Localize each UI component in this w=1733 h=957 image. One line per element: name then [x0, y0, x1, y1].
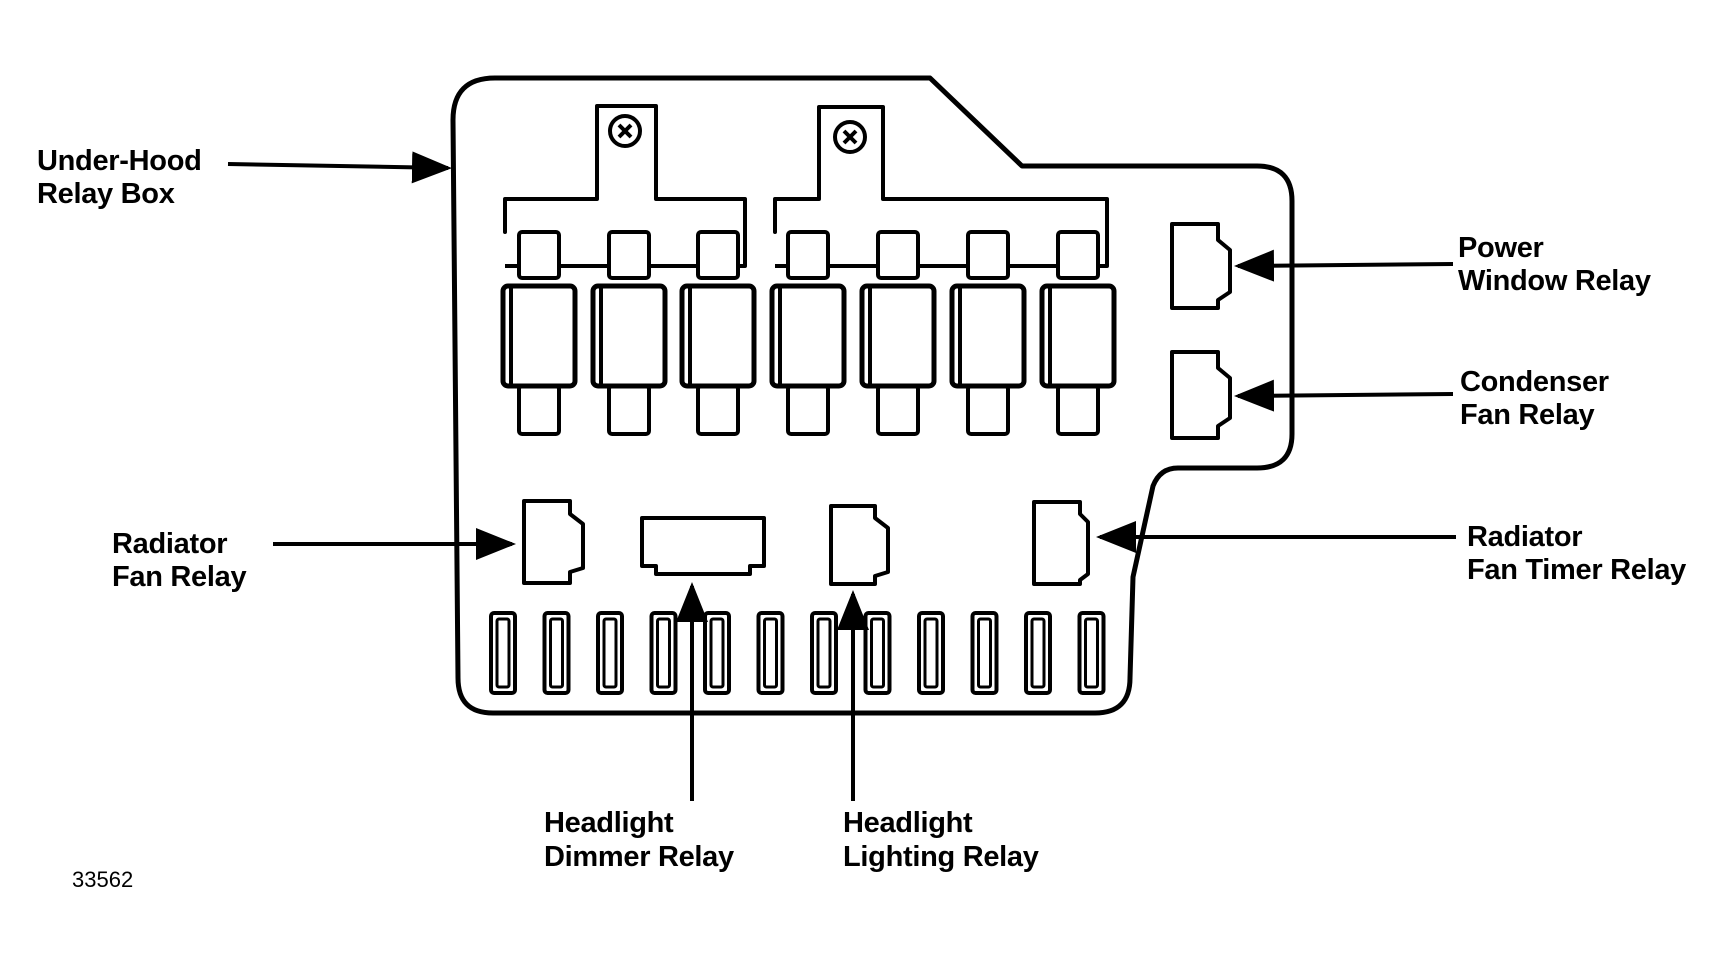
label-line: Headlight — [544, 807, 674, 839]
headlight-lighting-relay-shape — [829, 504, 890, 586]
leader-power-window-relay — [1234, 249, 1454, 282]
radiator-fan-relay-shape — [522, 499, 585, 585]
label-line: Fan Relay — [1460, 399, 1594, 431]
label-headlight-dimmer-relay: Headlight Dimmer Relay — [544, 807, 734, 873]
screw-icon — [833, 120, 867, 154]
power-window-relay-shape — [1170, 222, 1232, 310]
label-under-hood-relay-box: Under-Hood Relay Box — [37, 145, 209, 210]
label-radiator-fan-relay: Radiator Fan Relay — [112, 528, 246, 593]
terminal-slot — [917, 611, 945, 695]
label-line: Window Relay — [1458, 265, 1651, 297]
leader-condenser-fan-relay — [1234, 379, 1454, 412]
label-line: Radiator — [112, 528, 227, 560]
label-condenser-fan-relay: Condenser Fan Relay — [1460, 366, 1617, 431]
label-power-window-relay: Power Window Relay — [1458, 232, 1651, 297]
label-line: Lighting Relay — [843, 841, 1039, 873]
leader-under-hood-relay-box — [227, 151, 452, 184]
fuse-bracket-right — [773, 105, 1109, 268]
figure-number: 33562 — [72, 867, 133, 892]
label-line: Dimmer Relay — [544, 841, 734, 873]
fuse — [679, 230, 757, 436]
label-radiator-fan-timer-relay: Radiator Fan Timer Relay — [1467, 521, 1686, 586]
fuse — [769, 230, 847, 436]
terminal-slot — [596, 611, 624, 695]
terminal-slot — [970, 611, 999, 695]
headlight-dimmer-relay-shape — [640, 516, 766, 576]
fuse-row — [500, 230, 1117, 436]
label-line: Radiator — [1467, 521, 1582, 553]
label-line: Under-Hood — [37, 145, 202, 177]
terminal-slot — [649, 611, 678, 695]
label-line: Condenser — [1460, 366, 1609, 398]
screw-icon — [608, 114, 642, 148]
fuse — [590, 230, 668, 436]
radiator-fan-timer-relay-shape — [1032, 500, 1090, 586]
label-line: Power — [1458, 232, 1544, 264]
condenser-fan-relay-shape — [1170, 350, 1232, 440]
label-headlight-lighting-relay: Headlight Lighting Relay — [843, 807, 1039, 873]
label-line: Fan Relay — [112, 561, 246, 593]
label-line: Relay Box — [37, 178, 175, 210]
terminal-slot — [863, 611, 892, 695]
label-line: Fan Timer Relay — [1467, 554, 1686, 586]
terminal-slot-row — [489, 611, 1106, 695]
fuse — [500, 230, 578, 436]
terminal-slot — [1077, 611, 1106, 695]
fuse — [949, 230, 1027, 436]
terminal-slot — [756, 611, 785, 695]
fuse — [1039, 230, 1117, 436]
label-line: Headlight — [843, 807, 973, 839]
terminal-slot — [489, 611, 517, 695]
terminal-slot — [810, 611, 838, 695]
fuse — [859, 230, 937, 436]
terminal-slot — [542, 611, 571, 695]
terminal-slot — [1024, 611, 1052, 695]
terminal-slot — [703, 611, 731, 695]
